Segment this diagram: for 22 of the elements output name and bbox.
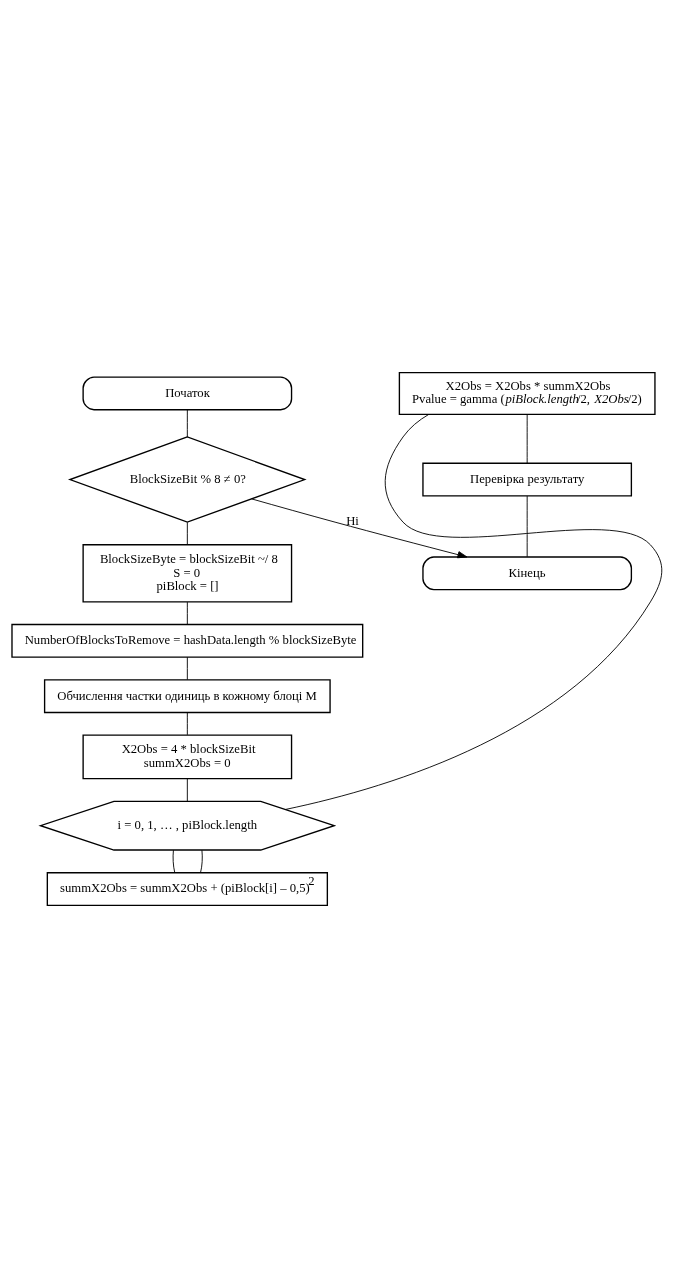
node-box: Кінець (422, 555, 633, 590)
connector (186, 711, 188, 735)
node-box: X2Obs = X2Obs * summX2Obs Pvalue = gamma (piBlock.length/2, X2Obs/2) (398, 371, 656, 415)
node-box: X2Obs = 4 * blockSizeBit summX2Obs = 0 (82, 733, 293, 779)
node-box: NumberOfBlocksToRemove = hashData.length % blockSizeByte (11, 623, 364, 658)
connector (186, 778, 188, 802)
node-box: Обчислення частки одиниць в кожному блоці M (43, 678, 331, 713)
connector (526, 495, 528, 557)
connector (186, 521, 188, 545)
edge-label: Ні (346, 513, 359, 528)
connector (285, 413, 663, 810)
connector (526, 413, 528, 463)
connector (172, 849, 176, 873)
connector (186, 656, 188, 680)
node-diamond: BlockSizeBit % 8 ≠ 0? (68, 435, 307, 523)
node-box: Перевірка результату (422, 462, 633, 497)
connector (186, 601, 188, 625)
arrow (251, 497, 468, 558)
connector (200, 849, 203, 873)
node-box: BlockSizeByte = blockSizeBit ~/ 8 S = 0 piBlock = [] (82, 543, 293, 603)
connector (186, 408, 188, 437)
node-box: Початок (82, 376, 293, 410)
